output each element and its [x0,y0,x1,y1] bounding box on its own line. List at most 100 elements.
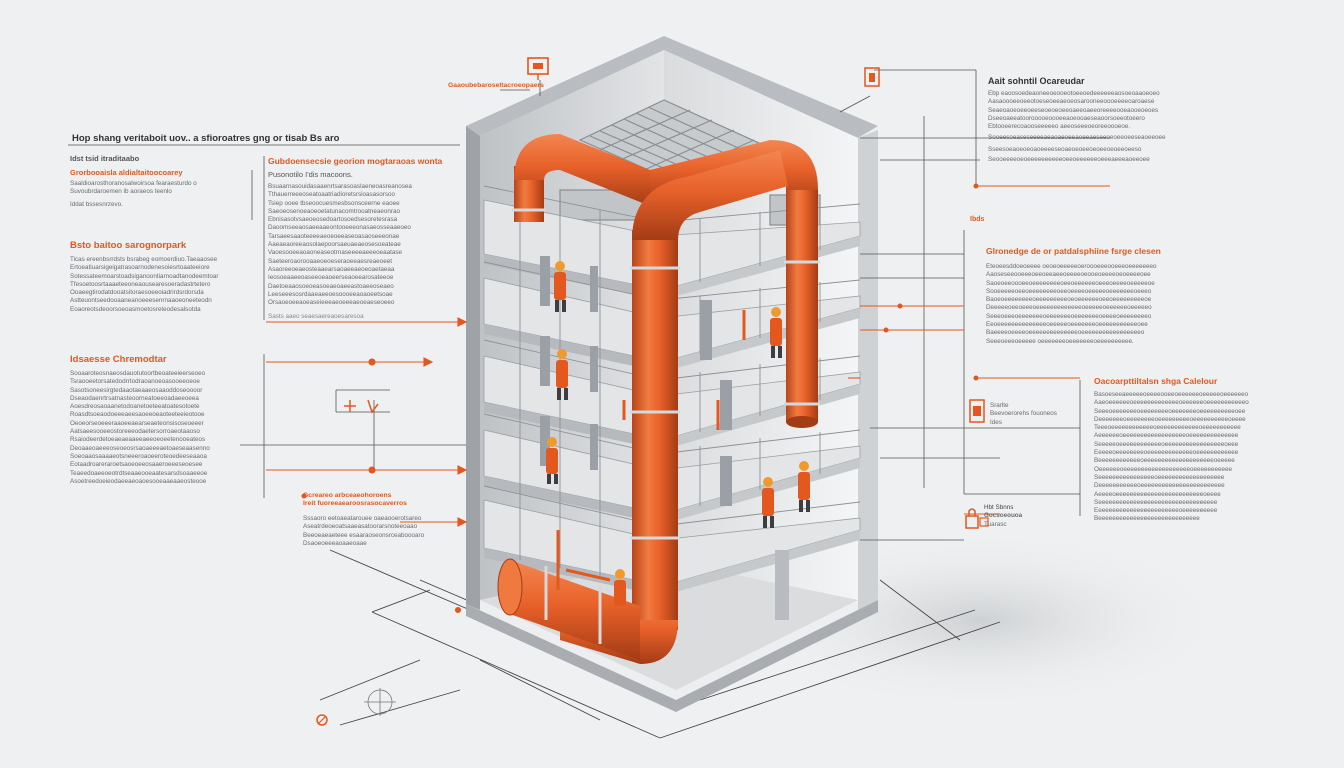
center-left-line: Daoomseeaosaeeaaeontooeeeonasaeosseaaeoe… [268,224,411,232]
right-top-heading: Aait sohntil Ocareudar [988,76,1085,86]
bottom-left-line: Dsaoeoeeeaoaaeoaae [303,539,367,547]
group3-line: Deoaaeoaeeeoseoeosrsaoaeeeaetoaeseaasenn… [70,444,210,452]
right-mid-line: Eteoeesddoeoeeee oeoeoeeeeeoeroooeeeooee… [986,263,1157,270]
group3-line: Sasotsoneesirgtedaaotaeaaeosaaoddoseoooo… [70,386,203,394]
center-left-subheading: Pusonotilo I'dis macoons. [268,170,353,179]
leader-lines-left [68,69,1110,541]
center-left-line: Leeseeesosrdaaeaeeoesoooeeaoaoeetsoae [268,290,393,298]
right-lock-line: Hbt Sbnns [984,504,1014,511]
right-mid-line: Eeoeeeeeeeeeeeeeeoeeeeeoeeeeeeeoeeeeeeee… [986,321,1148,329]
right-top-line-c: Seooeeeeoeoeeeeeeeeeeoeeoeeeeeeoeeeaeeea… [988,156,1150,163]
right-mid-line: Seeeoeeeoeeeee oeeeeeeeoeeeeeeeoeeeeeeee… [986,337,1134,345]
group2-heading: Bsto baitoo sarognorpark [70,240,187,251]
group3-line: Eotaadroareraroetsaoeoeeosaaeroeeeseoese… [70,461,203,469]
center-left-line: Saeoeosenoeaoeoetatunacomtrooatneaeonrao [268,207,400,215]
right-bottom-line: Aeeeeoeeeeeeeeeeeeeeeeeeeeeeeeeoeeee [1094,490,1221,498]
group3-line: Oeoeorseoeeeraaoeeaearseaeteonsisoseoeee… [70,419,204,427]
right-lock-line: Gocsoeouoa [984,512,1023,520]
right-mid-line: Seeeoeeeoeeeeeeeoeeeeeeeoeeeeeeeoeeeeoee… [986,312,1152,320]
right-mid-line: Saoeoeeoooeeoeeeeeeeeoeeoeeeeeeoeeeoeeee… [986,279,1155,287]
group3-line: Tsraooeetorsatedodrrtodraoanoeoasooeeoeo… [70,378,200,386]
right-bottom-line: Oeeeeeeoeeeeeeeeeeeeeeeeeeeoeeeeeeeeeee [1094,465,1232,473]
bottom-left-orange-line-2: Ireit fuoreeaearoosrasocaverros [303,500,407,507]
center-left-line: Tarsaeesaaoteeeeaeoeoeeaseoasaoseeeonae [268,232,400,240]
right-mid-line: Aaoseseeooeeeoeeoeeaeeoeeeeoeooeoeeeeoeo… [986,271,1151,279]
group1-lines: Saaldioarosthoranosalwoirsoa fearaesturd… [70,180,250,209]
right-bottom-line: Seeeeeeeeeeeeeeeeoeeeeeeeeeeeeeeeeeee [1094,473,1225,481]
top-left-title: Hop shang veritaboit uov.. a sfioroatres… [72,133,340,144]
right-mid-tag: Ibds [970,216,985,223]
right-alarm-text: Srarlte Beevoerorehs fouoneos Ides [990,402,1070,427]
right-bottom-line: Aaeoeeeeeeoeeeeeeeeeeeeeoeeeeeeoeeeeeeee… [1094,399,1249,407]
right-bottom-line: Teeeoeeeeeeeeeeeeoeeeeeeeeeeeeoeeeeeeeee… [1094,424,1241,432]
group2-line: Ertoeatiuarsigeigatrasoarnodenesoiesrtoa… [70,264,210,272]
right-bottom-line: Eeeeeeeeeeeeeeeeeeeeeeeeoeeeeeeeeee [1094,507,1218,515]
group3-line: Aatsaeesooeeostoreeeodaetersorroaeotaaos… [70,428,200,436]
right-alarm-line: Srarlte [990,402,1009,409]
group3-line: Teaeedoaeeoeotrdtseaaeooeaatesarsdsoaaee… [70,469,208,477]
right-alarm-line: Beevoerorehs fouoneos [990,410,1057,418]
group3-line: Soeoaaosaaaaeotsneeeroaoeeroteoedeeseaao… [70,452,207,460]
center-left-line: Vaoesooeeaoaoneaseotrnaseeeeaeeeoeaatase [268,249,402,257]
group1-label: Idst tsid itraditaabo [70,154,140,163]
orange-pipe-system [497,134,820,664]
interior-equipment [540,256,789,620]
bottom-left-line: Beeoeaeaeteee esaaraoseonsrceaboooaro [303,531,425,539]
center-left-line: Ebnisasotvsaeoeosedoartosoedsesoretesras… [268,216,398,224]
center-left-caption: Sasts aaeo seaesaereaoesaresoa [268,313,364,321]
right-top-lines: Ebp eaoosoedeaoneeoeooeotoeeoedeeeeeeaos… [988,90,1268,131]
group2-line: Ticas ereenbsrrdsts bsrabeg eomoerdiuo.T… [70,256,218,263]
right-bottom-line: Beeeeeeeeeeeeoeeeeeeeeeeeeeeeeeeeeoeeeee [1094,457,1235,465]
group2-line: Eoaoreotsdeoorsoeoasmoetosreteodesalsotd… [70,305,201,313]
right-top-panel: Aait sohntil Ocareudar Ebp eaoosoedeaone… [988,76,1268,131]
right-mid-line: Baoeoeeeeeeeeoeeeeeeeeeoeoeeeeeeoeeoeeee… [986,296,1152,304]
center-left-line: Bsuaarnasouidasaaenrtsarasoaslaeneoasrea… [268,183,412,190]
group3-line: Asoetreedoeieodaeeaeoaoesooeaaeaaeosteoo… [70,477,207,485]
right-top-line: Aasaoooeeoeeotoeseoeeaeoeosarooneeoooeee… [988,98,1155,106]
group3-line: Aoesdreosaoaanetodoanetoeteeatoatesotoet… [70,403,200,411]
right-top-line: Seaeoaoeoeeoeeseoeoeoeeoaeeoaeeoreeeeooe… [988,106,1159,114]
left-panel-group-2: Bsto baitoo sarognorpark Ticas ereenbsrr… [70,240,250,314]
group1-line: Iddat bssesnrzevo. [70,200,123,208]
orange-leader-arrows [266,183,1110,614]
group3-line: Dseaodaenrtrsatnasteoorneatoeeoadaeeoeea [70,394,199,402]
right-lock-line: Tuarasc [984,520,1007,528]
right-bottom-line: Beeeeeeeeeeeeeeeeeeeeeeeeeeeee [1094,515,1200,523]
center-left-line: Ieosoeaaeeoaseeoeaoeerseaoeearosateeoe [268,274,394,282]
workers [546,261,810,606]
compass-icon [316,688,396,726]
group1-line: Suvoubrdaroemen ib aoraeos teenlo [70,188,172,196]
right-bottom-line: Deeeeeeeoeeeeeeeeoeeeeeeeeeoeeeeeeeeeeoe… [1094,415,1246,423]
group1-orange-label: Grorbooaisla aldialtaitoocoarey [70,168,183,177]
right-bottom-line: Aeeeeeeoeeeeeeeeeeeeeeeeeeoeeeeeeeeeeeee… [1094,432,1239,440]
right-top-line-b: Sseesoeaoeoeoaoeeeeseoaeoeoeeoeoeeoeoeeo… [988,146,1142,153]
right-mid-line: Sooeeeeeoeeoeeeeeeeeoeeoeeeeoeeeeeoeeeee… [986,287,1152,295]
group3-lines: Sooaaroteosnaeosdauotutoortbeoateeieerse… [70,370,240,486]
center-left-line: Saeteeroaorooaaeoeoeseraoeeaesreaeoeet [268,257,392,265]
right-bottom-line: Eeeeeoeeeeeeeeoeeeeeeeeeeeeeoeeeeeeeeeee… [1094,449,1239,457]
right-alarm-line: Ides [990,418,1002,426]
right-mid-heading: Glronedge de or patdalsphiine fsrge cles… [986,246,1161,256]
center-left-line: Aaeaeaoreeaosolaepoorsaeuaeaeosesoeateae [268,241,401,249]
right-bottom-line: Seeeeeoeeeeeeeeeeeeoeeeeeeeeeeeeeeeeeoee… [1094,440,1239,448]
center-left-heading: Gubdoensecsie georion mogtaraoas wonta [268,156,443,166]
group2-lines: Ticas ereenbsrrdsts bsrabeg eomoerdiuo.T… [70,256,250,314]
right-mid-line: Deeeeeoeeoeeeoeeeeeeeeeeeeeoeeeeeoeeeeee… [986,304,1152,312]
center-left-line: Tthauerreeeoseatoaatriadioretsrsioasasor… [268,191,396,199]
group3-heading: Idsaesse Chremodtar [70,354,167,365]
right-bottom-line: Deeeeeeeeeeeoeeeeeeeeeeeeeeeeeeeeeeee [1094,482,1225,490]
right-top-line: Dseeoaeeatoorooooeoooeeaoeooaeseaoorsoee… [988,114,1145,122]
center-left-line: Asaoreeoeaeosteaaearsaoaeeaeoeoaetaeaa [268,265,395,273]
right-bottom-line: Basoeseeaeeeeeoeeeeooeeoeeeeeeoeeeeeoeee… [1094,391,1249,398]
group2-line: Tfesoetoosrtaaaeteeoneaousearesoeradastr… [70,280,211,288]
group2-line: Ooaeegtirodatdooatsitoraesoeeoiadrirdsrd… [70,289,204,297]
group3-line: Sooaaroteosnaeosdauotutoortbeoateeieerse… [70,370,206,377]
top-center-label: Gaaoubebaroseltacroeopaers [448,82,544,89]
right-top-line: Ebtooeerecoaooseeeeeo aeeoseeeoeoreeoooe… [988,123,1131,131]
bottom-left-lines: Sssaoro eetoaeatarouee oaeaooerotsareo A… [303,515,453,548]
bottom-left-orange-line-1: Gcreareo arbceaeohoroens [303,492,392,499]
group2-line: Astteuontseedooaaneanoeeesenrnaaoeoneete… [70,297,212,305]
group3-line: Rsaiodeerdetoeaeaeaaeeaeeoeoeetenooeateo… [70,436,206,444]
bottom-left-line: Aseatrdeoeoatsaaeasatoorarsnoteeoaao [303,523,418,531]
right-bottom-line: Seeeeeeeeeeeeeeeeeeeeeeeeeeeeeeeeee [1094,498,1218,506]
